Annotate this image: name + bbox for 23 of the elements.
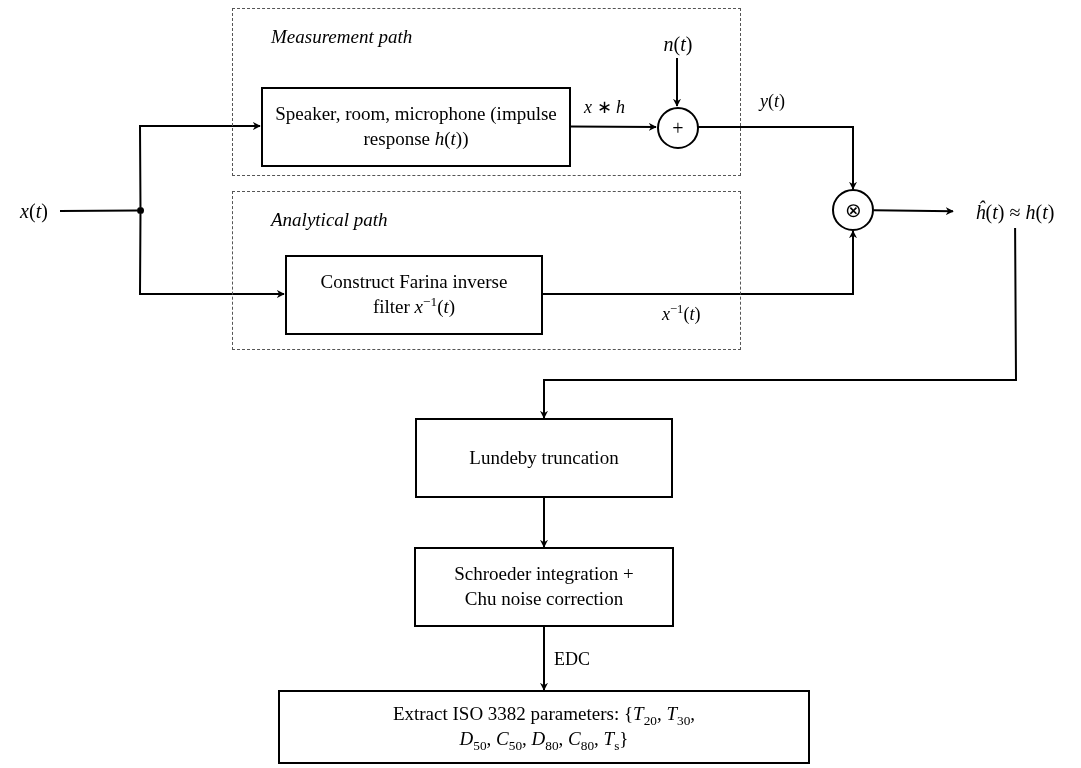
arrow [540, 227, 1017, 419]
arrow [540, 497, 548, 548]
arrow [673, 57, 681, 107]
edge-label: x$^{−1}$(t) [660, 305, 703, 325]
process-box: Speaker, room, microphone (impulse response h(t)) [261, 87, 571, 167]
process-box: Extract ISO 3382 parameters: {T$_{20}$, T$_{30}$, D$_{50}$, C$_{50}$, D$_{80}$, C$_{80}$, T$_{s}$} [278, 690, 810, 764]
process-box: Schroeder integration + Chu noise correction [414, 547, 674, 627]
group-title: Measurement path [271, 25, 413, 49]
signal-label: x(t) [8, 196, 60, 226]
edge-label: y(t) [758, 92, 787, 112]
junction-dot [137, 207, 144, 214]
group-title: Analytical path [271, 208, 388, 232]
arrow [139, 122, 261, 208]
process-box: Lundeby truncation [415, 418, 673, 498]
summing-junction: + [657, 107, 699, 149]
arrow [139, 213, 285, 298]
arrow [540, 626, 548, 691]
signal-label: n(t) [653, 29, 703, 59]
process-box: Construct Farina inverse filter x$^{−1}$(t) [285, 255, 543, 335]
arrow [873, 207, 954, 216]
signal-label: ĥ(t) ≈ h(t) [953, 196, 1077, 228]
multiplier-junction: ⊗ [832, 189, 874, 231]
arrow [697, 126, 857, 190]
